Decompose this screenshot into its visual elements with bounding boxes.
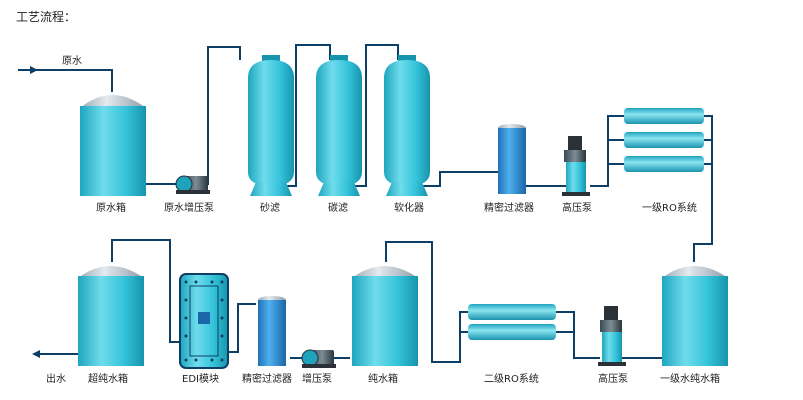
label-carbon-filter: 碳滤 [328, 201, 348, 214]
label-precision-filter-2: 精密过滤器 [242, 372, 292, 385]
pipe-raw-inlet [18, 69, 113, 92]
label-booster-pump: 增压泵 [302, 372, 332, 385]
pipe-filter2-to-edi [228, 303, 256, 353]
high-pressure-pump-2-icon [598, 306, 626, 366]
label-softener: 软化器 [394, 201, 424, 214]
label-ro1-pure-tank: 一级水纯水箱 [660, 372, 720, 385]
pipe-hp2-to-ro2 [556, 311, 600, 359]
precision-filter-1-vessel [498, 124, 526, 194]
ro-stage-2-membranes [468, 304, 556, 340]
label-raw-water-pump: 原水增压泵 [164, 201, 214, 214]
ro-stage-1-membranes [624, 108, 704, 172]
pipe-sand-to-carbon [272, 44, 331, 187]
edi-module [179, 273, 229, 369]
ro1-pure-water-tank [662, 266, 728, 366]
pipe-ro1-manifold-right [693, 115, 713, 262]
carbon-filter-vessel [316, 55, 362, 196]
sand-filter-vessel [248, 55, 294, 196]
pipe-ro1-manifold-left [607, 116, 624, 165]
ultrapure-water-tank [78, 266, 144, 366]
label-sand-filter: 砂滤 [260, 201, 280, 214]
label-edi-module: EDI模块 [182, 373, 219, 385]
process-heading: 工艺流程： [16, 10, 77, 24]
label-water-out: 出水 [46, 372, 66, 385]
label-pure-water-tank: 纯水箱 [368, 372, 398, 385]
arrow-inlet [30, 66, 38, 74]
label-raw-water-in: 原水 [62, 55, 82, 67]
precision-filter-2-vessel [258, 296, 286, 366]
label-ultrapure-tank: 超纯水箱 [88, 372, 128, 385]
pipe-softener-to-filter [410, 171, 498, 187]
pipes [18, 44, 713, 363]
label-ro-stage-2: 二级RO系统 [484, 372, 539, 385]
pipe-ro2-left-out [385, 241, 461, 363]
label-high-pressure-pump-1: 高压泵 [562, 201, 592, 214]
label-high-pressure-pump-2: 高压泵 [598, 372, 628, 385]
pipe-edi-to-ultra [111, 239, 180, 343]
raw-water-tank [80, 95, 146, 196]
softener-vessel [384, 55, 430, 196]
label-ro-stage-1: 一级RO系统 [642, 201, 697, 214]
label-raw-water-tank: 原水箱 [96, 201, 126, 214]
raw-water-pump-icon [175, 175, 210, 194]
booster-pump-icon [301, 349, 336, 368]
arrow-outlet [32, 350, 40, 358]
pipe-carbon-to-softener [340, 44, 399, 187]
label-precision-filter-1: 精密过滤器 [484, 201, 534, 214]
pipe-ro2-to-pure [459, 311, 468, 333]
high-pressure-pump-1-icon [562, 136, 590, 196]
pure-water-tank [352, 266, 418, 366]
pipe-pump-to-sand [196, 46, 241, 185]
